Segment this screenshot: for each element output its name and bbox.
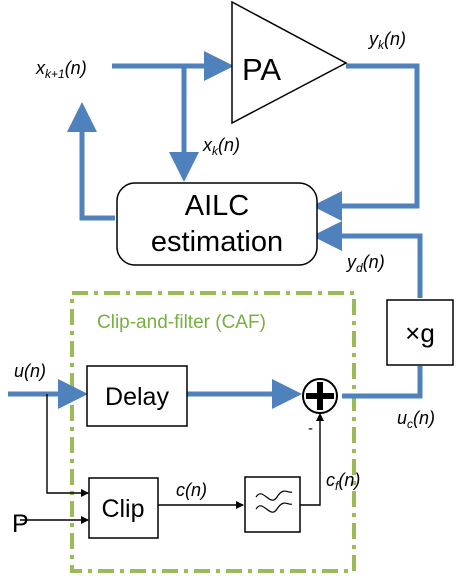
delay-label: Delay bbox=[105, 383, 169, 411]
p-label: P bbox=[12, 510, 29, 538]
gain-block bbox=[386, 299, 454, 366]
ailc-label-line1: AILC bbox=[185, 190, 249, 222]
ailc-output-wire bbox=[67, 102, 115, 221]
ailc-label-line2: estimation bbox=[151, 226, 283, 258]
caf-region bbox=[70, 291, 356, 573]
u-to-clip-wire bbox=[46, 394, 89, 497]
clip-label: Clip bbox=[101, 495, 144, 523]
c-f-label: cf(n) bbox=[326, 470, 360, 493]
y-d-wire bbox=[312, 221, 423, 298]
u-c-label: uc(n) bbox=[397, 408, 435, 431]
caf-region-label: Clip-and-filter (CAF) bbox=[97, 312, 266, 333]
main-signal-wires bbox=[8, 51, 423, 409]
summing-junction-icon bbox=[302, 378, 338, 414]
clip-path-wires bbox=[20, 394, 324, 524]
pa-amplifier bbox=[231, 0, 348, 125]
pa-label: PA bbox=[242, 52, 281, 87]
lowpass-filter-icon bbox=[255, 490, 293, 513]
clip-block bbox=[88, 477, 159, 539]
sum-minus-sign: - bbox=[308, 420, 313, 437]
y-k-label: yk(n) bbox=[367, 29, 406, 52]
x-next-label: xk+1(n) bbox=[35, 58, 87, 81]
gain-label: ×g bbox=[405, 318, 435, 348]
y-d-label: yd(n) bbox=[345, 252, 385, 275]
u-label: u(n) bbox=[14, 361, 46, 381]
delay-block bbox=[86, 365, 188, 427]
ailc-block bbox=[116, 182, 318, 266]
filter-to-sum-wire bbox=[300, 413, 324, 506]
c-label: c(n) bbox=[176, 480, 207, 500]
y-k-feedback-wire bbox=[312, 63, 420, 221]
x-k-label: xk(n) bbox=[202, 135, 240, 158]
u-c-to-gain-wire bbox=[342, 366, 423, 399]
